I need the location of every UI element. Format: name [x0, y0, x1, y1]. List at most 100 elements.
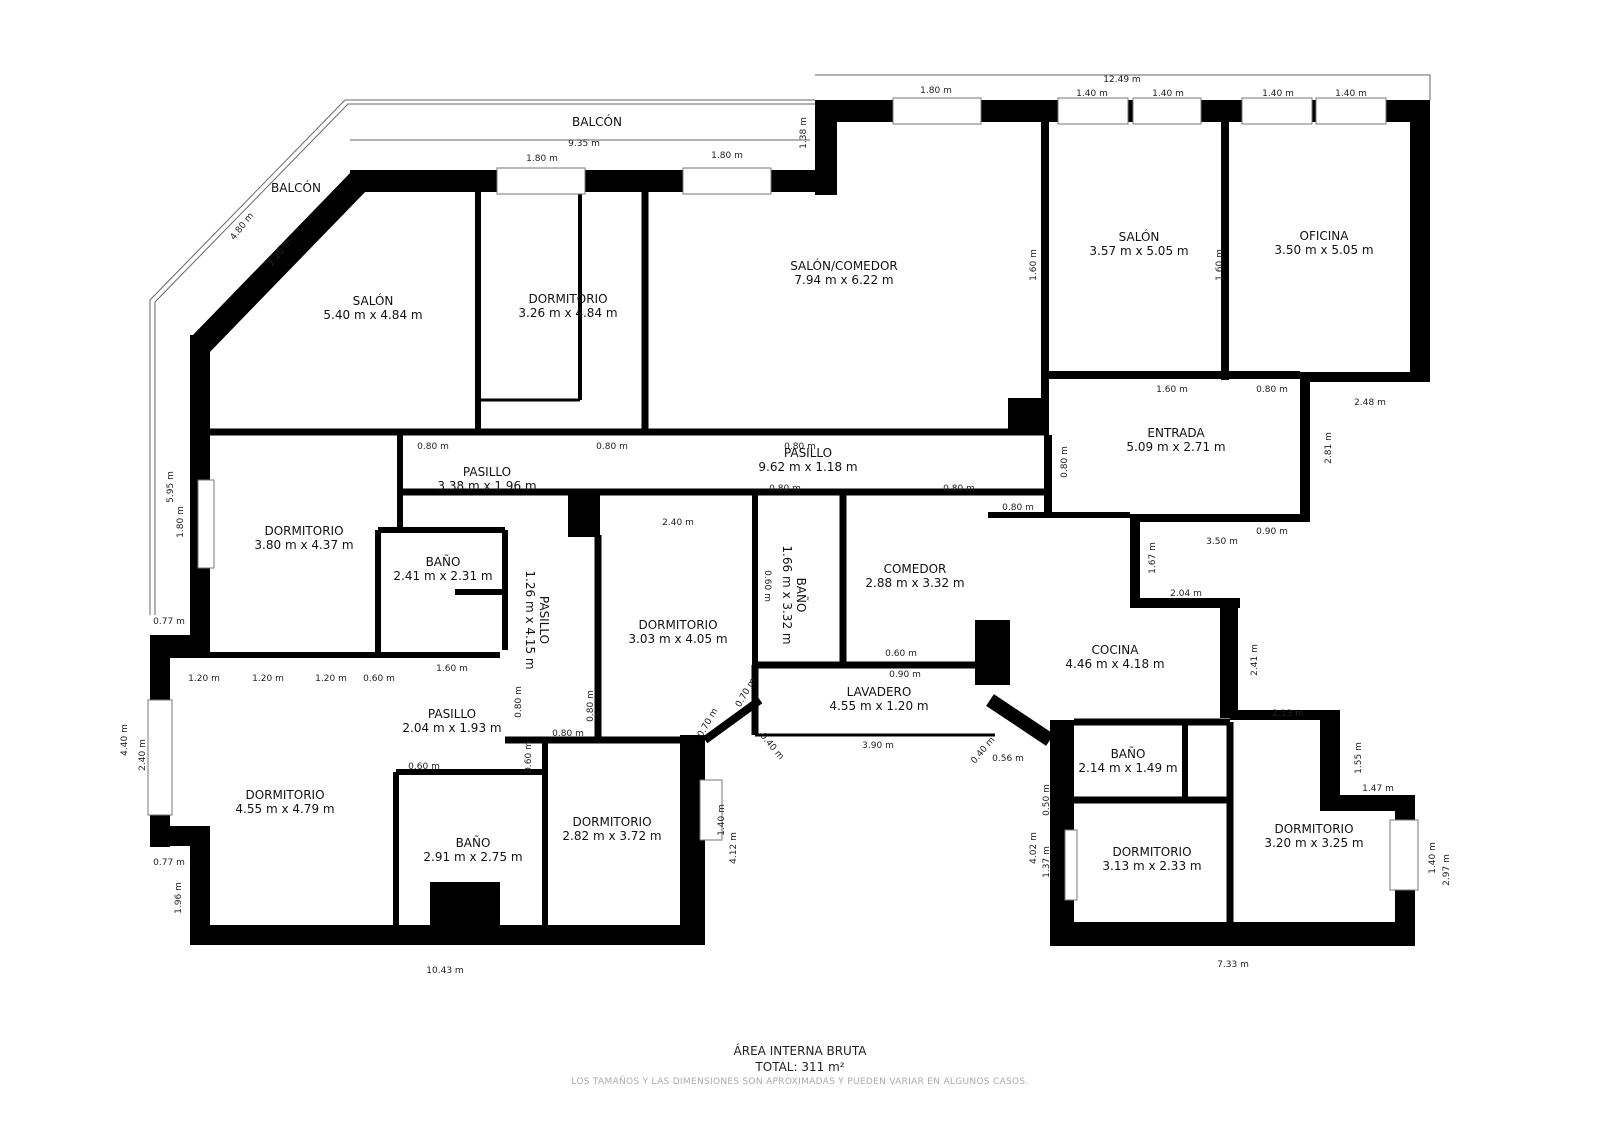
room-dimensions: 3.50 m x 5.05 m: [1274, 243, 1373, 257]
room-dimensions: 3.80 m x 4.37 m: [254, 538, 353, 552]
walls: [150, 100, 1430, 946]
dimension-label: 0.80 m: [417, 442, 449, 452]
dimension-label: 0.60 m: [762, 570, 772, 602]
room-name: BAÑO: [1111, 746, 1146, 761]
room-name: DORMITORIO: [264, 524, 343, 538]
dimension-label: 0.60 m: [408, 762, 440, 772]
dimension-label: 2.81 m: [1324, 432, 1334, 464]
room-dimensions: 4.55 m x 4.79 m: [235, 802, 334, 816]
room-dimensions: 2.14 m x 1.49 m: [1078, 761, 1177, 775]
room-name: DORMITORIO: [572, 815, 651, 829]
room-dimensions: 1.26 m x 4.15 m: [523, 570, 537, 669]
dimension-label: 1.37 m: [1042, 846, 1052, 878]
room-dimensions: 5.40 m x 4.84 m: [323, 308, 422, 322]
room-name: BALCÓN: [271, 180, 321, 195]
dimension-label: 0.80 m: [586, 690, 596, 722]
dimension-label: 2.04 m: [1170, 589, 1202, 599]
dimension-label: 2.13 m: [1272, 709, 1304, 719]
dimension-label: 1.67 m: [1148, 542, 1158, 574]
dimension-label: 0.80 m: [943, 484, 975, 494]
room-dimensions: 1.66 m x 3.32 m: [780, 545, 794, 644]
dimension-label: 4.80 m: [229, 211, 256, 242]
disclaimer: LOS TAMAÑOS Y LAS DIMENSIONES SON APROXI…: [571, 1077, 1029, 1087]
dimension-label: 1.80 m: [711, 151, 743, 161]
dimension-label: 1.40 m: [1428, 842, 1438, 874]
area-label: ÁREA INTERNA BRUTA: [733, 1044, 867, 1058]
dimension-label: 1.47 m: [1362, 784, 1394, 794]
room-name: BALCÓN: [572, 114, 622, 129]
room-name: PASILLO: [784, 446, 832, 460]
room-dimensions: 4.46 m x 4.18 m: [1065, 657, 1164, 671]
room-name: OFICINA: [1300, 229, 1350, 243]
room-dimensions: 3.13 m x 2.33 m: [1102, 859, 1201, 873]
dimension-label: 0.80 m: [514, 686, 524, 718]
room-dimensions: 2.82 m x 3.72 m: [562, 829, 661, 843]
room-dimensions: 2.41 m x 2.31 m: [393, 569, 492, 583]
dimension-label: 1.20 m: [252, 674, 284, 684]
dimension-label: 2.41 m: [1250, 644, 1260, 676]
dimension-label: 1.60 m: [1156, 385, 1188, 395]
dimension-label: 1.40 m: [717, 804, 727, 836]
dimension-label: 0.77 m: [153, 858, 185, 868]
room-label: BALCÓN: [271, 180, 321, 195]
dimension-label: 1.40 m: [1262, 89, 1294, 99]
dimension-label: 1.60 m: [1029, 249, 1039, 281]
dimension-label: 0.80 m: [769, 484, 801, 494]
dimension-label: 3.50 m: [1206, 537, 1238, 547]
dimension-label: 2.48 m: [1354, 398, 1386, 408]
dimension-label: 0.80 m: [596, 442, 628, 452]
dimension-label: 4.02 m: [1029, 832, 1039, 864]
room-dimensions: 9.62 m x 1.18 m: [758, 460, 857, 474]
room-dimensions: 4.55 m x 1.20 m: [829, 699, 928, 713]
dimension-label: 0.80 m: [1256, 385, 1288, 395]
room-dimensions: 3.26 m x 4.84 m: [518, 306, 617, 320]
dimension-label: 5.95 m: [166, 471, 176, 503]
room-dimensions: 3.20 m x 3.25 m: [1264, 836, 1363, 850]
room-name: DORMITORIO: [638, 618, 717, 632]
dimension-label: 0.60 m: [363, 674, 395, 684]
windows: [147, 97, 1419, 901]
room-name: SALÓN: [353, 293, 394, 308]
room-dimensions: 7.94 m x 6.22 m: [794, 273, 893, 287]
dimension-label: 0.80 m: [552, 729, 584, 739]
room-name: LAVADERO: [847, 685, 912, 699]
dimension-label: 0.50 m: [1042, 784, 1052, 816]
dimension-label: 1.96 m: [174, 882, 184, 914]
dimension-label: 0.80 m: [784, 442, 816, 452]
dimension-label: 2.97 m: [1442, 854, 1452, 886]
room-dimensions: 3.57 m x 5.05 m: [1089, 244, 1188, 258]
room-name: DORMITORIO: [1274, 822, 1353, 836]
room-name: PASILLO: [428, 707, 476, 721]
room-name: SALÓN: [1119, 229, 1160, 244]
dimension-label: 0.60 m: [885, 649, 917, 659]
dimension-label: 2.40 m: [138, 739, 148, 771]
dimension-label: 0.80 m: [1060, 446, 1070, 478]
room-name: COMEDOR: [884, 562, 947, 576]
room-dimensions: 2.04 m x 1.93 m: [402, 721, 501, 735]
dimension-label: 0.80 m: [1002, 503, 1034, 513]
dimension-label: 12.49 m: [1103, 75, 1140, 85]
room-name: COCINA: [1092, 643, 1140, 657]
room-name: ENTRADA: [1147, 426, 1205, 440]
dimension-label: 0.90 m: [889, 670, 921, 680]
room-dimensions: 5.09 m x 2.71 m: [1126, 440, 1225, 454]
